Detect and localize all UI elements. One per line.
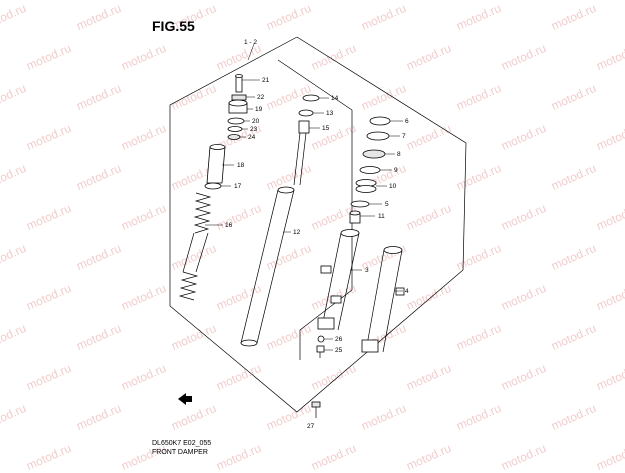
callout-12: 12 xyxy=(293,229,301,236)
oil-seal-8 xyxy=(362,149,386,159)
callout-6: 6 xyxy=(405,118,409,125)
callout-25: 25 xyxy=(335,347,343,354)
spacer-pipe-18 xyxy=(206,144,226,184)
spring-16 xyxy=(178,192,212,301)
callout-23: 23 xyxy=(250,126,258,133)
callout-18: 18 xyxy=(237,162,245,169)
callout-13: 13 xyxy=(326,110,334,117)
bushing-5 xyxy=(350,200,370,208)
dust-seal-6 xyxy=(369,116,391,126)
oil-lock-piece-11 xyxy=(349,210,361,224)
bolt-27 xyxy=(311,401,321,418)
inner-tube-12 xyxy=(240,186,295,347)
damper-rod-15 xyxy=(293,120,310,186)
callout-1-2: 1 - 2 xyxy=(244,39,257,46)
callout-26: 26 xyxy=(335,336,343,343)
callout-3: 3 xyxy=(365,267,369,274)
callout-4: 4 xyxy=(405,288,409,295)
gasket-26 xyxy=(317,335,325,343)
callout-20: 20 xyxy=(252,118,260,125)
oring-13 xyxy=(298,109,314,117)
washer-24 xyxy=(227,134,241,140)
figure-title: FIG.55 xyxy=(152,18,195,34)
callout-19: 19 xyxy=(255,106,263,113)
callout-14: 14 xyxy=(331,95,339,102)
callout-10: 10 xyxy=(389,183,397,190)
outer-tube-4 xyxy=(361,246,405,353)
callout-7: 7 xyxy=(402,133,406,140)
front-arrow-icon xyxy=(178,393,192,405)
oring-14 xyxy=(302,94,320,102)
callout-5: 5 xyxy=(385,201,389,208)
cap-bolt-21 xyxy=(235,74,243,93)
spacer-19 xyxy=(228,99,248,114)
callout-22: 22 xyxy=(257,94,265,101)
inner-group-outline xyxy=(277,59,353,360)
diagram-code: DL650K7 E02_055 xyxy=(152,440,212,447)
callout-16: 16 xyxy=(225,222,233,229)
washer-20 xyxy=(227,117,245,125)
washer-17 xyxy=(204,182,222,190)
callout-24: 24 xyxy=(248,134,256,141)
circlip-7 xyxy=(366,131,390,141)
callout-17: 17 xyxy=(234,183,242,190)
callout-8: 8 xyxy=(397,151,401,158)
callout-15: 15 xyxy=(322,125,330,132)
callout-21: 21 xyxy=(262,77,270,84)
callout-9: 9 xyxy=(394,167,398,174)
nut-22 xyxy=(231,94,247,101)
callout-27: 27 xyxy=(307,423,315,430)
retainer-9 xyxy=(359,166,381,174)
ring-23 xyxy=(227,126,243,132)
assembly-outline xyxy=(169,36,467,413)
leader-lines xyxy=(205,43,403,351)
diagram-name: FRONT DAMPER xyxy=(152,449,208,456)
callout-11: 11 xyxy=(378,213,385,220)
bushing-10 xyxy=(355,179,377,193)
outer-tube-3 xyxy=(317,229,360,331)
bolt-25 xyxy=(316,345,325,358)
